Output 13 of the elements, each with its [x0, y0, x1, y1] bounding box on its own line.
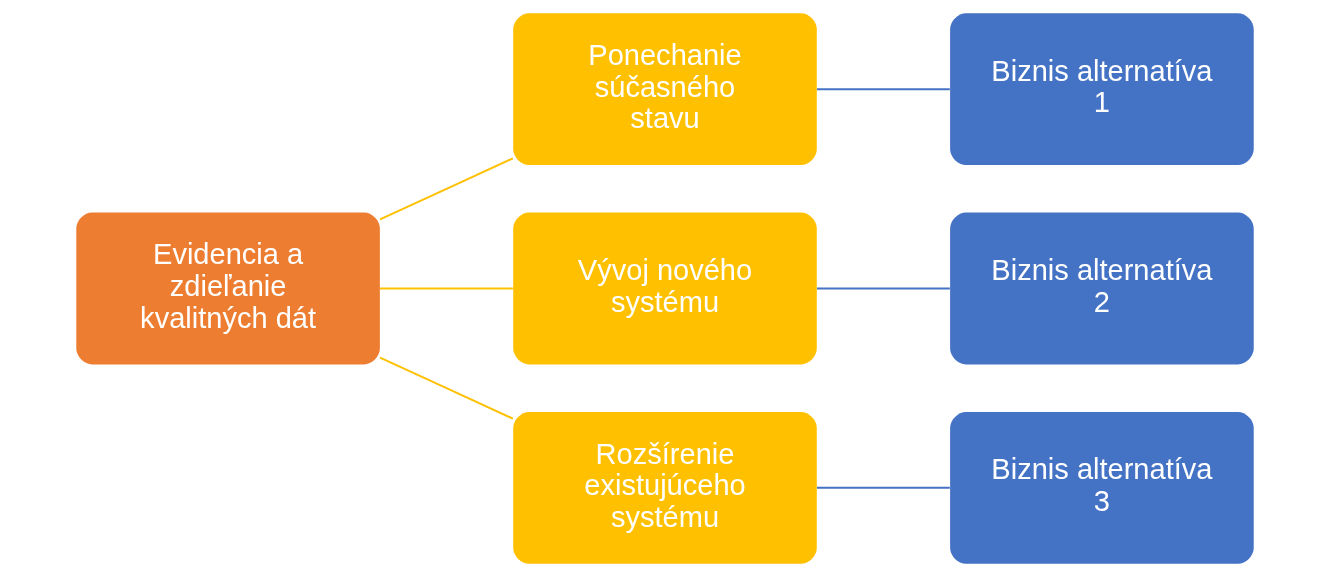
- connector: [815, 287, 951, 290]
- node-box: Biznis alternatíva 2: [949, 212, 1254, 365]
- connector: [378, 287, 514, 290]
- node-box: Rozšírenie existujúceho systému: [512, 411, 817, 564]
- connector: [815, 88, 951, 91]
- connector: [815, 486, 951, 489]
- node-box: Ponechanie súčasného stavu: [512, 13, 817, 166]
- connector: [378, 356, 514, 420]
- node-box: Vývoj nového systému: [512, 212, 817, 365]
- node-box: Evidencia a zdieľanie kvalitných dát: [75, 212, 380, 365]
- node-box: Biznis alternatíva 3: [949, 411, 1254, 564]
- connector: [378, 157, 514, 221]
- node-box: Biznis alternatíva 1: [949, 13, 1254, 166]
